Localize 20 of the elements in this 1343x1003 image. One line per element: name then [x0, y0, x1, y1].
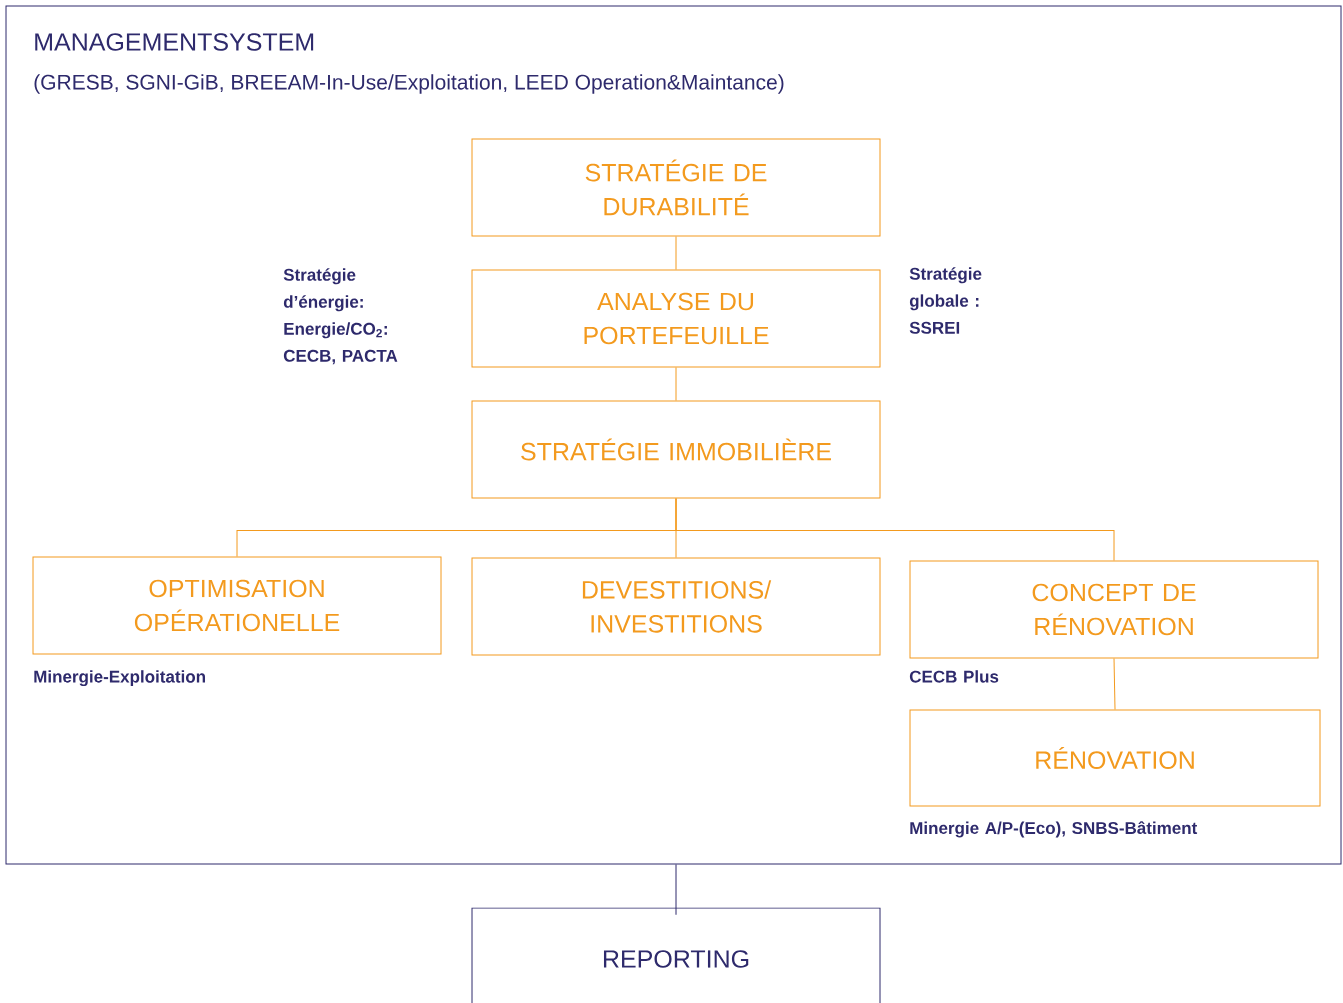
process-box: OPTIMISATION OPÉRATIONELLE — [32, 556, 442, 655]
process-box: ANALYSE DU PORTEFEUILLE — [471, 269, 881, 368]
process-box: REPORTING — [471, 907, 881, 1003]
process-box: STRATÉGIE DE DURABILITÉ — [471, 138, 881, 237]
process-box: STRATÉGIE IMMOBILIÈRE — [471, 400, 881, 499]
process-box: CONCEPT DE RÉNOVATION — [909, 560, 1319, 659]
annotation-text: Minergie A/P-(Eco), SNBS-Bâtiment — [910, 821, 1198, 838]
annotation-text: Stratégie d’énergie: Energie/CO$_{2}$: CECB, PACTA — [283, 268, 398, 365]
annotation-text: CECB Plus — [909, 670, 999, 683]
connector-line — [675, 498, 1115, 561]
process-box: RÉNOVATION — [909, 709, 1321, 807]
annotation-text: Minergie-Exploitation — [34, 670, 205, 687]
frame-subtitle: (GRESB, SGNI-GiB, BREEAM-In-Use/Exploitation, LEED Operation&Maintance) — [34, 74, 784, 94]
connector-line — [675, 367, 677, 401]
connector-line — [675, 236, 677, 270]
connector-line — [675, 864, 677, 916]
connector-line — [1113, 658, 1116, 710]
frame-title: MANAGEMENTSYSTEM — [35, 33, 314, 51]
process-box: DEVESTITIONS/ INVESTITIONS — [471, 557, 881, 656]
annotation-text: Stratégie globale : SSREI — [909, 267, 982, 334]
